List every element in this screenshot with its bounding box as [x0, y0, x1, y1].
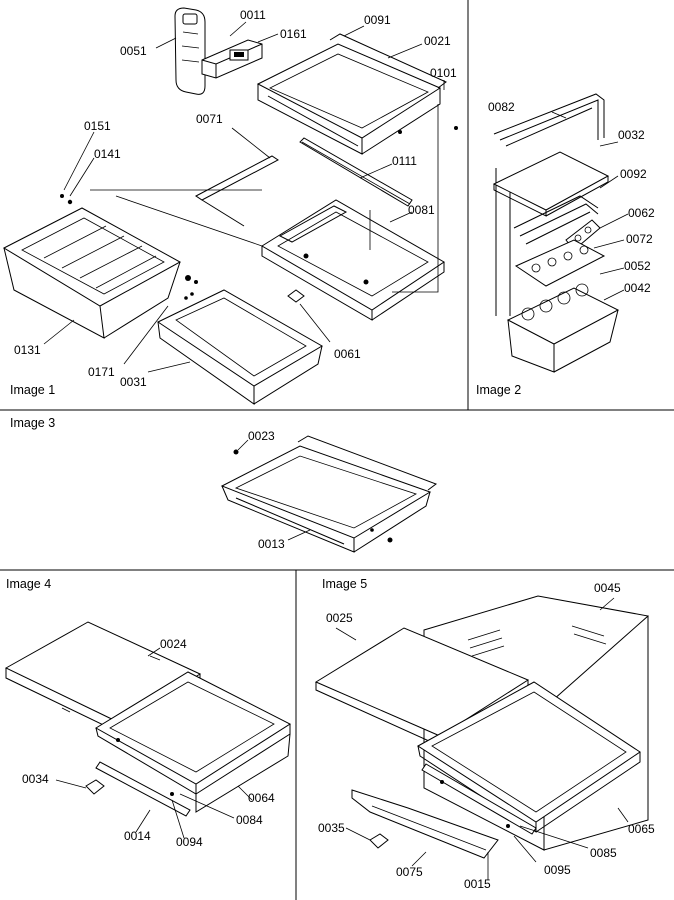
callout-0084: 0084 — [236, 813, 263, 827]
image-5-callouts: 0025 0045 0035 0065 0085 0075 0015 0095 — [318, 581, 655, 891]
callout-0082: 0082 — [488, 100, 515, 114]
callout-0111: 0111 — [392, 154, 417, 168]
wire-divider — [513, 195, 599, 245]
callout-0151: 0151 — [84, 119, 111, 133]
callout-0034: 0034 — [22, 772, 49, 786]
thermostat-bracket — [201, 39, 263, 79]
callout-0035: 0035 — [318, 821, 345, 835]
bin-shelf — [492, 151, 610, 211]
callout-0101: 0101 — [430, 66, 457, 80]
callout-0014: 0014 — [124, 829, 151, 843]
callout-0131: 0131 — [14, 343, 41, 357]
image-3-drawing — [220, 435, 438, 553]
callout-0042: 0042 — [624, 281, 651, 295]
callout-0065: 0065 — [628, 822, 655, 836]
control-housing — [174, 7, 206, 95]
assembly-guides — [90, 104, 439, 293]
callout-0081: 0081 — [408, 203, 435, 217]
callout-0031: 0031 — [120, 375, 147, 389]
callout-0061: 0061 — [334, 347, 361, 361]
right-crisper-pan — [156, 289, 323, 405]
panel-title-4: Image 4 — [6, 577, 51, 591]
callout-0023: 0023 — [248, 429, 275, 443]
panel-title-2: Image 2 — [476, 383, 521, 397]
wire-rack — [493, 93, 605, 147]
left-crisper-drawer — [2, 207, 198, 339]
callout-0075: 0075 — [396, 865, 423, 879]
image-4-callouts: 0024 0034 0064 0084 0014 0094 — [22, 637, 275, 849]
callout-0071: 0071 — [196, 112, 223, 126]
image-3-callouts: 0023 0013 — [237, 429, 311, 551]
image-1-drawing — [2, 7, 458, 405]
top-shelf — [256, 33, 458, 155]
panel-title-1: Image 1 — [10, 383, 55, 397]
wire-bracket — [195, 155, 279, 227]
callout-0095: 0095 — [544, 863, 571, 877]
callout-0171: 0171 — [88, 365, 115, 379]
callout-0091: 0091 — [364, 13, 391, 27]
small-hardware — [60, 194, 305, 303]
crisper-rail — [299, 137, 413, 207]
callout-0062: 0062 — [628, 206, 655, 220]
callout-0085: 0085 — [590, 846, 617, 860]
egg-tray — [514, 239, 606, 287]
callout-0141: 0141 — [94, 147, 121, 161]
callout-0024: 0024 — [160, 637, 187, 651]
callout-0025: 0025 — [326, 611, 353, 625]
callout-0094: 0094 — [176, 835, 203, 849]
callout-0072: 0072 — [626, 232, 653, 246]
callout-0013: 0013 — [258, 537, 285, 551]
image-2-drawing — [492, 93, 620, 373]
callout-0015: 0015 — [464, 877, 491, 891]
callout-0052: 0052 — [624, 259, 651, 273]
image-2-callouts: 0082 0032 0092 0062 0072 0052 0042 — [488, 100, 655, 301]
callout-0045: 0045 — [594, 581, 621, 595]
panel-title-3: Image 3 — [10, 416, 55, 430]
callout-0051: 0051 — [120, 44, 147, 58]
door-bin — [506, 287, 620, 345]
image-5-drawing — [314, 595, 650, 859]
panel-title-5: Image 5 — [322, 577, 367, 591]
callout-0092: 0092 — [620, 167, 647, 181]
callout-0011: 0011 — [240, 8, 266, 22]
image-1-callouts: 0011 0051 0161 0091 0021 0101 0151 0141 … — [14, 8, 457, 389]
image-4-drawing — [4, 621, 292, 817]
crisper-cover — [261, 199, 445, 321]
door-bin-side — [495, 168, 511, 316]
callout-0021: 0021 — [424, 34, 451, 48]
callout-0032: 0032 — [618, 128, 645, 142]
callout-0161: 0161 — [280, 27, 307, 41]
callout-0064: 0064 — [248, 791, 275, 805]
